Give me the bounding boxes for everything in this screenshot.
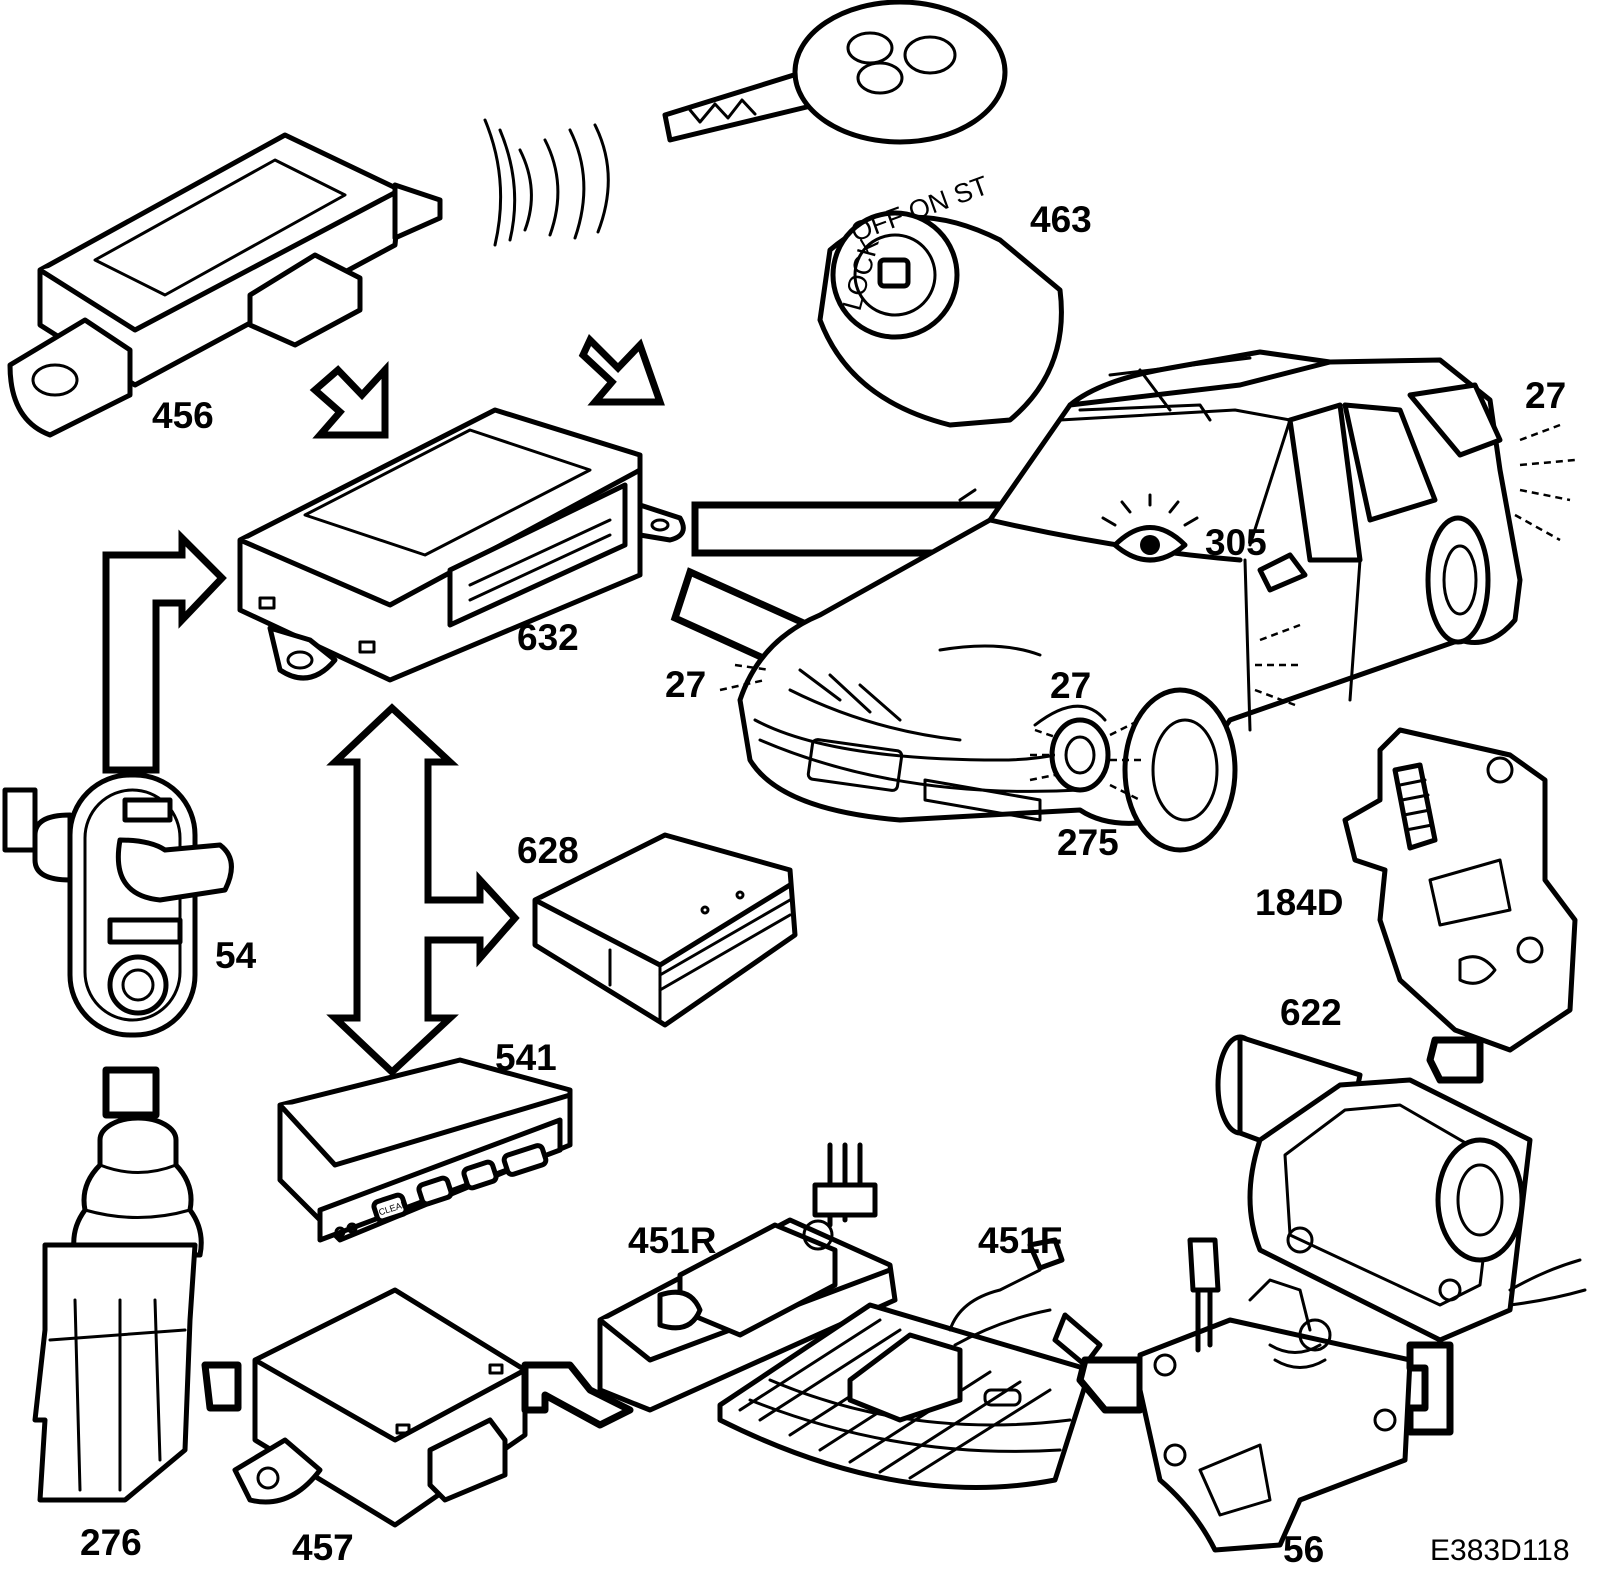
link-actuator-622-lock-184d bbox=[1426, 1036, 1484, 1084]
module-628 bbox=[532, 832, 798, 1028]
control-module bbox=[237, 407, 686, 683]
label-27-front-right: 27 bbox=[1050, 665, 1091, 706]
label-628: 628 bbox=[517, 830, 579, 871]
label-457: 457 bbox=[292, 1527, 354, 1568]
horn-icon bbox=[1029, 717, 1145, 802]
label-54: 54 bbox=[215, 935, 257, 976]
label-27-rear: 27 bbox=[1525, 375, 1566, 416]
rear-lamp-rays bbox=[1514, 423, 1576, 542]
front-right-lamp-rays bbox=[1033, 623, 1301, 727]
label-463: 463 bbox=[1030, 199, 1092, 240]
label-276: 276 bbox=[80, 1522, 142, 1563]
label-456: 456 bbox=[152, 395, 214, 436]
label-305: 305 bbox=[1205, 522, 1267, 563]
label-184D: 184D bbox=[1255, 882, 1343, 923]
label-275: 275 bbox=[1057, 822, 1119, 863]
display-panel: CLEAR bbox=[277, 1057, 573, 1243]
arrow-receiver-to-module bbox=[309, 361, 389, 439]
key-fob bbox=[483, 0, 1008, 247]
label-622: 622 bbox=[1280, 992, 1342, 1033]
label-451R: 451R bbox=[628, 1220, 716, 1261]
label-451F: 451F bbox=[978, 1220, 1062, 1261]
arrow-door-switch-to-module bbox=[102, 529, 227, 774]
ignition-switch: OFF ON ST LOCK bbox=[817, 170, 1064, 428]
arrow-key-to-module bbox=[578, 333, 665, 406]
link-lock-56-actuator-622 bbox=[1406, 1341, 1454, 1436]
link-module-457-sensor-rear bbox=[521, 1361, 634, 1429]
label-632: 632 bbox=[517, 617, 579, 658]
radio-waves-icon bbox=[483, 118, 610, 247]
link-sensor-front-lock-56 bbox=[1076, 1356, 1144, 1414]
eye-indicator-icon bbox=[1101, 493, 1199, 563]
arrow-module-bus bbox=[326, 703, 520, 1077]
module-457 bbox=[232, 1287, 528, 1528]
label-541: 541 bbox=[495, 1037, 557, 1078]
sensor-rear bbox=[597, 1142, 898, 1413]
link-gear-selector-module-457 bbox=[201, 1361, 242, 1412]
vehicle bbox=[737, 349, 1523, 853]
lock-56 bbox=[1137, 1237, 1413, 1553]
link-door-switch-gear-selector bbox=[102, 1066, 160, 1119]
sensor-front bbox=[717, 1237, 1103, 1490]
door-switch bbox=[2, 772, 234, 1038]
figure-code: E383D118 bbox=[1430, 1534, 1570, 1567]
front-left-lamp-rays bbox=[719, 663, 771, 692]
gear-selector bbox=[32, 1115, 204, 1503]
receiver-unit bbox=[7, 132, 443, 438]
label-27-front-left: 27 bbox=[665, 664, 706, 705]
label-56: 56 bbox=[1283, 1529, 1324, 1570]
lock-184d bbox=[1342, 727, 1578, 1053]
actuator-622 bbox=[1215, 1034, 1587, 1343]
